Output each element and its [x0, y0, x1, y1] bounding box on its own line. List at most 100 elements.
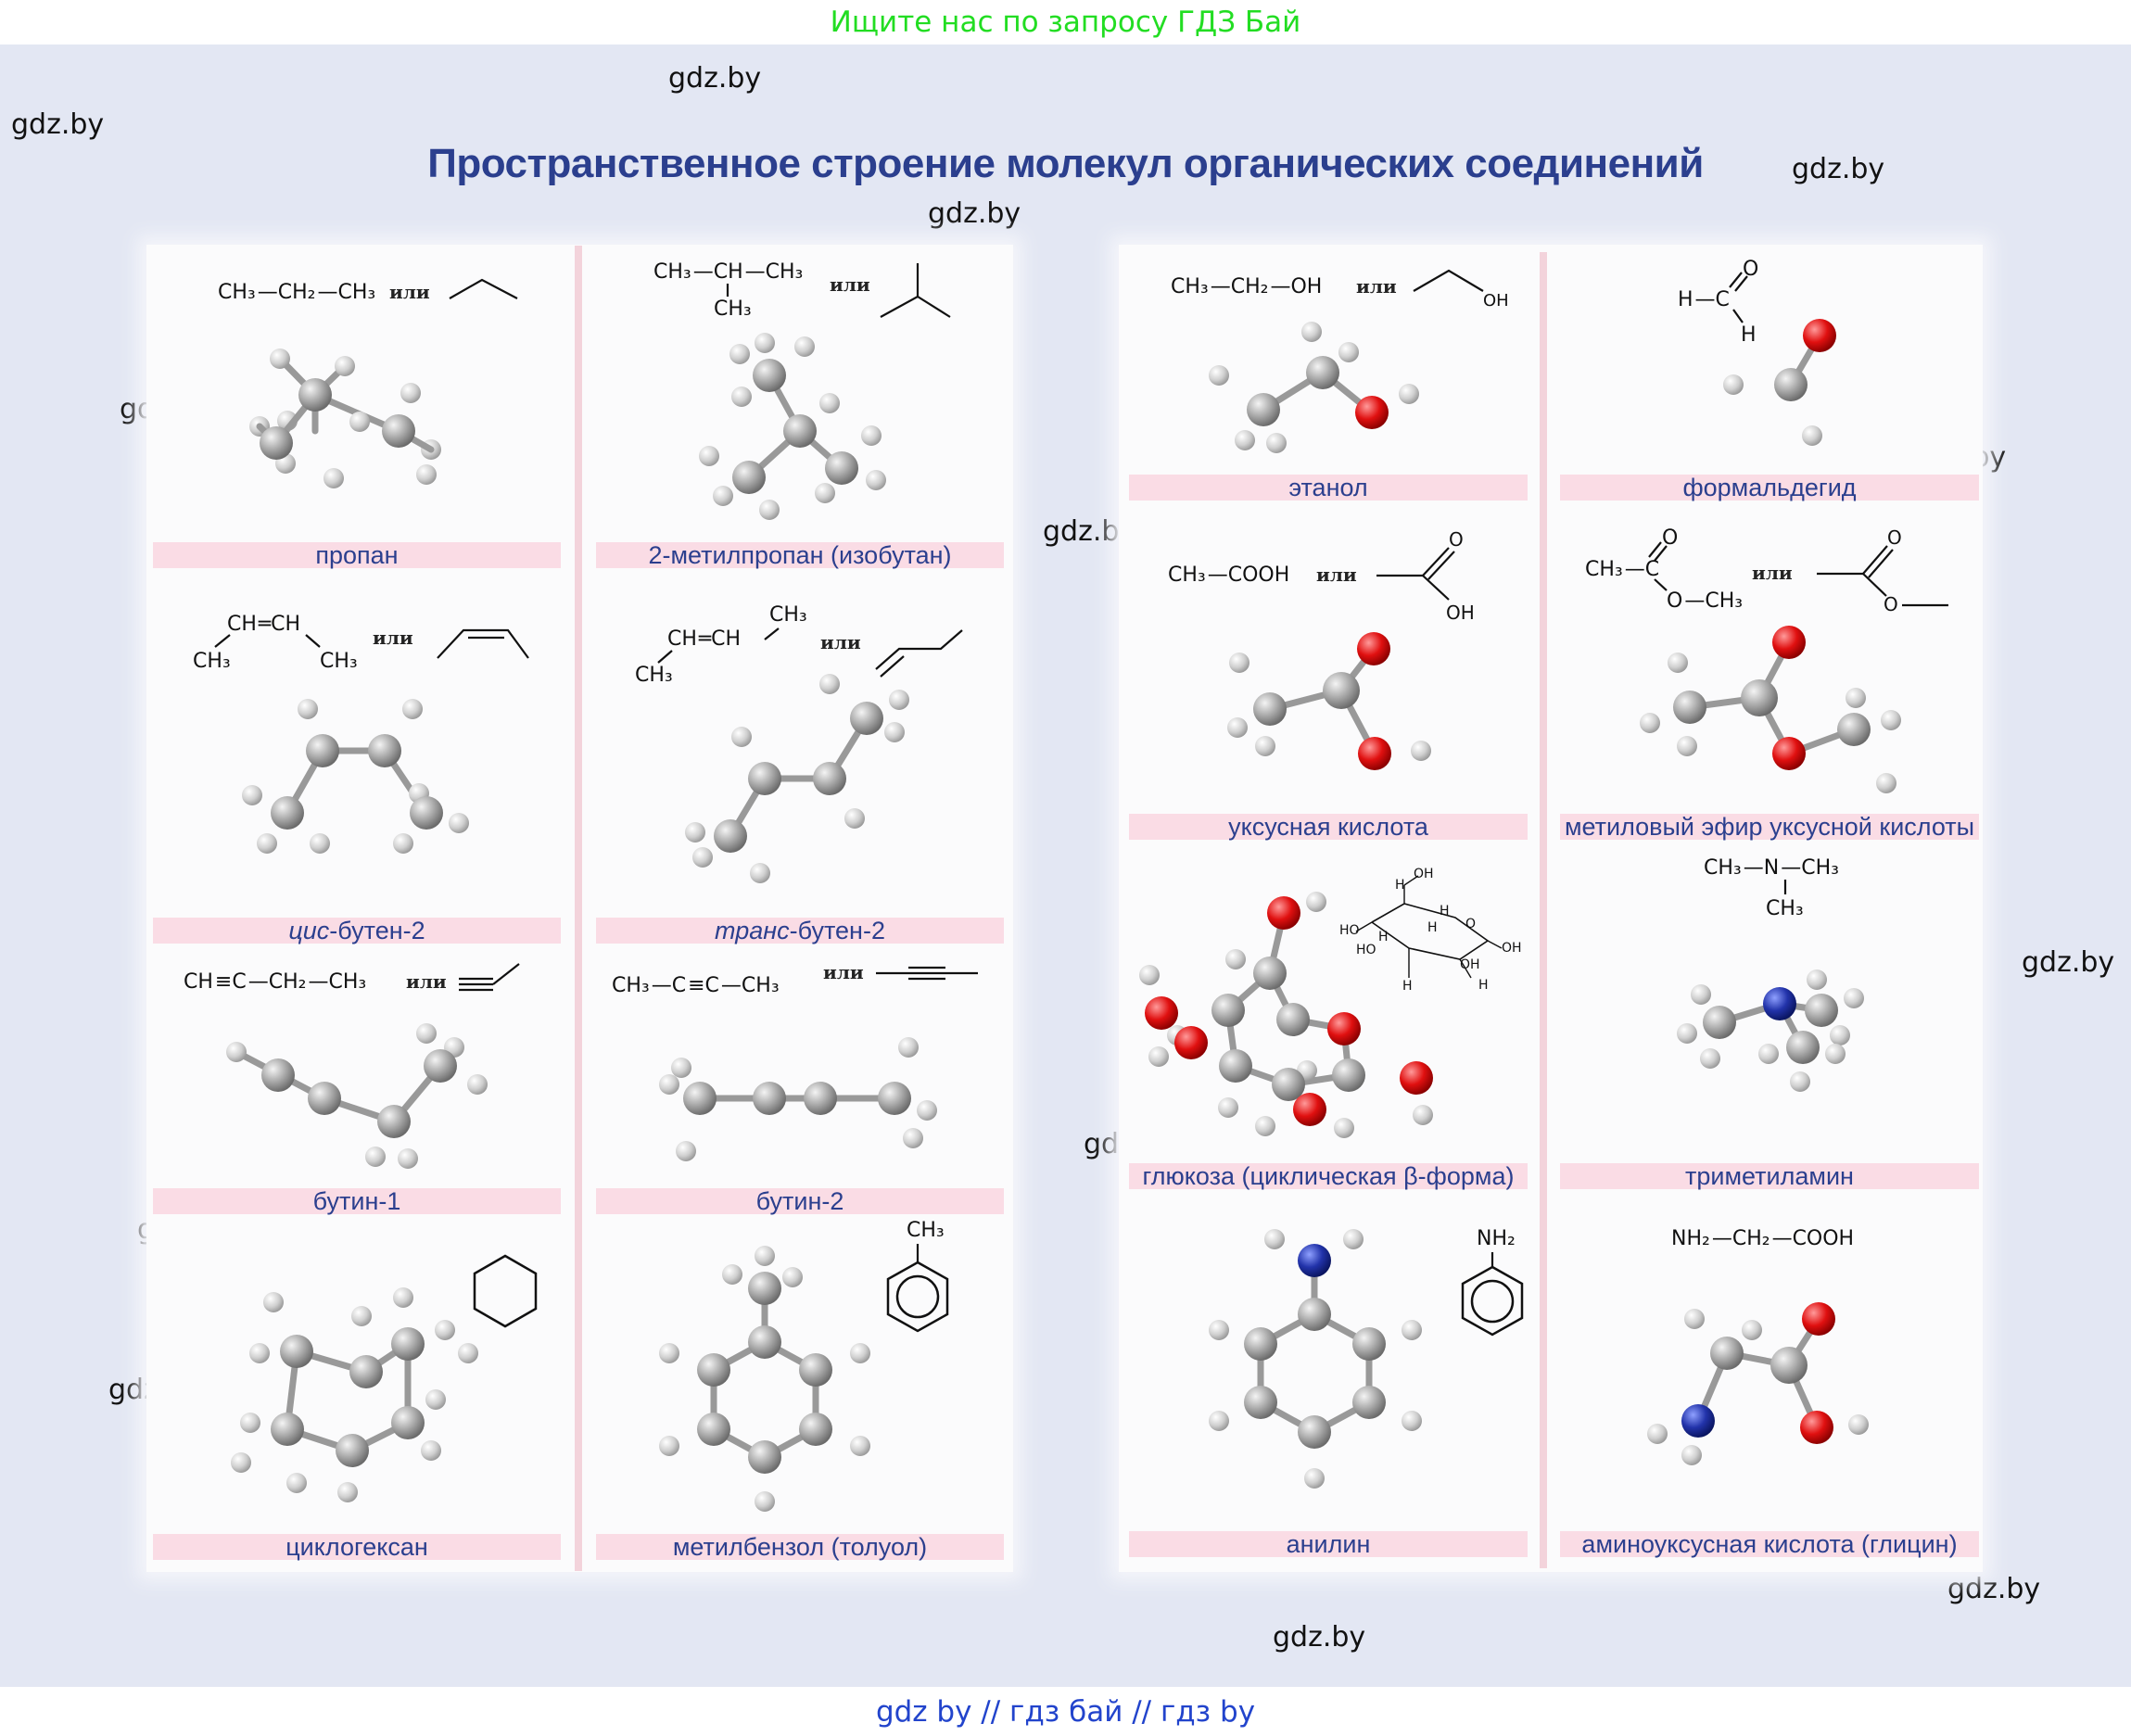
svg-text:CH═CH: CH═CH	[667, 627, 741, 651]
svg-text:O: O	[1465, 917, 1476, 931]
molecule-name-cis-butene-2: цис-бутен-2	[153, 918, 561, 944]
svg-text:CH₃: CH₃	[1766, 897, 1804, 920]
svg-text:O: O	[1884, 593, 1898, 615]
butyne-2-3d-model	[659, 1037, 937, 1161]
molecule-trans-butene-2: CH₃ CH═CH CH₃ или	[593, 593, 1010, 945]
molecule-trimethylamine: CH₃—N—CH₃ CH₃	[1557, 839, 1974, 1182]
svg-text:CH₃—CH₂—CH₃: CH₃—CH₂—CH₃	[218, 281, 375, 304]
svg-text:HO: HO	[1356, 943, 1376, 957]
svg-text:CH₃: CH₃	[320, 650, 358, 673]
svg-text:H: H	[1402, 979, 1413, 994]
svg-text:NH₂: NH₂	[1477, 1227, 1516, 1250]
cis-butene-3d-model	[242, 699, 469, 854]
svg-text:или: или	[1356, 275, 1397, 298]
molecule-name-trimethylamine: триметиламин	[1560, 1163, 1979, 1189]
acetic-acid-3d-model	[1227, 632, 1431, 770]
formaldehyde-3d-model	[1723, 319, 1836, 446]
svg-text:CH₃—COOH: CH₃—COOH	[1168, 564, 1289, 587]
molecule-glucose: OH H HO H HO H OH H OH H H O	[1126, 839, 1534, 1182]
svg-text:или: или	[373, 627, 413, 649]
molecule-name-butyne-2: бутин-2	[596, 1188, 1004, 1214]
bottom-banner: gdz by // гдз бай // гдз by	[0, 1687, 2131, 1736]
watermark: gdz.by	[1947, 1573, 2041, 1605]
svg-text:O: O	[1887, 526, 1902, 549]
column-divider	[1540, 252, 1547, 1568]
svg-text:OH: OH	[1460, 957, 1480, 972]
svg-text:CH₃—N—CH₃: CH₃—N—CH₃	[1704, 856, 1839, 880]
molecule-methyl-acetate: CH₃—C O O—CH₃ или O O	[1557, 514, 1974, 820]
glucose-3d-model	[1139, 892, 1433, 1138]
molecule-name-ethanol: этанол	[1129, 475, 1528, 501]
svg-text:CH₃: CH₃	[635, 664, 673, 687]
column-divider	[575, 246, 582, 1571]
molecule-cyclohexane	[148, 1214, 565, 1557]
svg-text:H: H	[1478, 978, 1489, 993]
molecule-name-toluene: метилбензол (толуол)	[596, 1534, 1004, 1560]
svg-text:O: O	[1743, 258, 1758, 281]
trans-butene-3d-model	[685, 674, 909, 883]
svg-text:или: или	[823, 961, 864, 983]
svg-text:HO: HO	[1339, 923, 1360, 938]
svg-text:OH: OH	[1446, 602, 1475, 624]
svg-text:CH₃: CH₃	[907, 1219, 945, 1242]
cyclohexane-3d-model	[231, 1287, 478, 1502]
glycine-3d-model	[1647, 1302, 1869, 1465]
molecule-name-formaldehyde: формальдегид	[1560, 475, 1979, 501]
propane-3d-model	[249, 348, 441, 488]
svg-text:H: H	[1378, 930, 1389, 944]
svg-text:OH: OH	[1502, 941, 1522, 956]
svg-text:или: или	[830, 273, 870, 296]
svg-text:CH₃: CH₃	[769, 603, 807, 627]
molecule-name-isobutane: 2-метилпропан (изобутан)	[596, 542, 1004, 568]
svg-text:O—CH₃: O—CH₃	[1667, 589, 1743, 613]
aniline-3d-model	[1209, 1229, 1422, 1489]
molecule-formaldehyde: H—C O H	[1557, 250, 1974, 501]
watermark: gdz.by	[11, 108, 105, 141]
svg-text:CH≡C—CH₂—CH₃: CH≡C—CH₂—CH₃	[184, 970, 366, 994]
svg-text:или: или	[389, 281, 430, 303]
molecule-name-methyl-acetate: метиловый эфир уксусной кислоты	[1560, 814, 1979, 840]
page-title: Пространственное строение молекул органи…	[427, 141, 1704, 186]
molecule-ethanol: CH₃—CH₂—OH или OH	[1126, 250, 1534, 501]
molecule-name-acetic-acid: уксусная кислота	[1129, 814, 1528, 840]
molecule-propane: CH₃—CH₂—CH₃ или	[148, 250, 565, 575]
svg-text:CH₃—C≡C—CH₃: CH₃—C≡C—CH₃	[612, 974, 780, 997]
molecule-cis-butene-2: CH═CH CH₃ CH₃ или	[148, 593, 565, 945]
svg-text:или: или	[1316, 564, 1357, 586]
svg-text:CH₃—CH₂—OH: CH₃—CH₂—OH	[1171, 275, 1322, 298]
molecule-name-aniline: анилин	[1129, 1531, 1528, 1557]
svg-text:H: H	[1427, 920, 1438, 935]
svg-text:или: или	[820, 631, 861, 653]
svg-text:H: H	[1741, 323, 1757, 347]
molecule-name-trans-butene-2: транс-бутен-2	[596, 918, 1004, 944]
watermark: gdz.by	[2022, 946, 2115, 979]
glucose-skeletal-formula: OH H HO H HO H OH H OH H H O	[1339, 867, 1522, 994]
molecule-name-glucose: глюкоза (циклическая β-форма)	[1129, 1163, 1528, 1189]
molecule-name-cyclohexane: циклогексан	[153, 1534, 561, 1560]
molecule-name-butyne-1: бутин-1	[153, 1188, 561, 1214]
svg-text:CH₃: CH₃	[193, 650, 231, 673]
svg-text:CH₃: CH₃	[714, 298, 752, 321]
molecule-aniline: NH₂	[1126, 1200, 1534, 1543]
isobutane-3d-model	[699, 333, 886, 520]
top-banner: Ищите нас по запросу ГДЗ Бай	[0, 0, 2131, 44]
svg-text:H: H	[1395, 878, 1405, 893]
watermark: gdz.by	[1273, 1621, 1366, 1654]
ethanol-3d-model	[1209, 322, 1419, 453]
svg-text:O: O	[1662, 526, 1678, 550]
watermark: gdz.by	[668, 62, 762, 95]
top-banner-text: Ищите нас по запросу ГДЗ Бай	[830, 6, 1301, 39]
svg-text:NH₂—CH₂—COOH: NH₂—CH₂—COOH	[1671, 1227, 1854, 1250]
molecule-butyne-2: CH₃—C≡C—CH₃ или	[593, 955, 1010, 1214]
svg-text:или: или	[1752, 562, 1793, 584]
svg-text:O: O	[1449, 528, 1464, 551]
molecule-butyne-1: CH≡C—CH₂—CH₃ или	[148, 955, 565, 1214]
svg-text:H: H	[1440, 904, 1450, 919]
molecule-glycine: NH₂—CH₂—COOH	[1557, 1200, 1974, 1543]
trimethylamine-3d-model	[1677, 969, 1864, 1092]
butyne-1-3d-model	[226, 1023, 488, 1169]
watermark: gdz.by	[1792, 153, 1885, 185]
svg-text:CH₃—C: CH₃—C	[1585, 558, 1659, 581]
svg-text:CH₃—CH—CH₃: CH₃—CH—CH₃	[653, 260, 803, 284]
bottom-banner-text: gdz by // гдз бай // гдз by	[875, 1694, 1256, 1729]
